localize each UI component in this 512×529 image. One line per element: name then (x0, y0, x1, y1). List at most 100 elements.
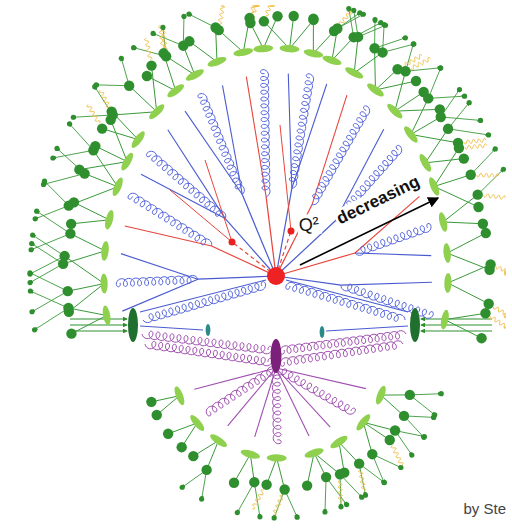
gluon-line (289, 74, 313, 189)
decay-line (35, 308, 69, 330)
hadron-cluster (147, 102, 166, 121)
gluon-line (355, 223, 431, 255)
hadron-dot (199, 496, 204, 501)
hadron-dot (483, 299, 493, 309)
photon-line (145, 38, 152, 60)
photon-line (411, 57, 431, 69)
hadron-cluster (101, 305, 112, 326)
hadron-dot (361, 12, 366, 17)
hadron-cluster (439, 309, 450, 330)
hadron-cluster (329, 434, 350, 451)
hadron-dot (398, 465, 403, 470)
hadron-dot (473, 202, 483, 212)
beam-line (70, 330, 127, 331)
hadron-dot (124, 81, 134, 91)
hadron-line (79, 162, 127, 170)
hadron-line (448, 264, 491, 283)
hadron-dot (261, 479, 271, 489)
hadron-dot (90, 141, 100, 151)
decay-line (406, 68, 441, 71)
hadron-dot (272, 515, 277, 520)
hadron-dot (119, 56, 124, 61)
hadron-cluster (365, 81, 385, 98)
hadron-dot (229, 478, 239, 488)
hadron-dot (65, 228, 75, 238)
hadron-dot (272, 11, 282, 21)
photon-line (252, 490, 263, 509)
hadron-dot (108, 110, 118, 120)
photon-line (273, 495, 282, 515)
hadron-dot (151, 31, 156, 36)
hadron-dot (184, 36, 194, 46)
hadron-dot (34, 209, 39, 214)
photon-line (359, 470, 366, 492)
decay-line (325, 477, 326, 512)
hadron-cluster (385, 102, 404, 121)
hadron-dot (411, 76, 421, 86)
hadron-dot (462, 94, 467, 99)
gluon-line (286, 282, 405, 321)
parton-line (225, 219, 276, 276)
hadrons (27, 6, 506, 521)
gluon-line (116, 275, 198, 286)
hadron-dot (335, 469, 345, 479)
hadron-dot (176, 442, 186, 452)
photon-line (87, 104, 100, 123)
decay-line (30, 273, 68, 291)
hadron-dot (322, 509, 327, 514)
decay-line (30, 264, 63, 283)
hadron-dot (359, 495, 364, 500)
hadron-dot (160, 25, 165, 30)
hadron-dot (321, 472, 331, 482)
decay-line (471, 149, 495, 175)
hadron-dot (421, 435, 426, 440)
photon-lines (87, 6, 505, 515)
hadron-dot (481, 228, 491, 238)
hadron-dot (409, 452, 414, 457)
hadron-line (290, 20, 314, 49)
hadron-line (375, 81, 416, 90)
hadron-dot (32, 327, 37, 332)
hadron-dot (476, 333, 486, 343)
hadron-dot (486, 132, 491, 137)
parton-line (326, 326, 408, 331)
photon-line (464, 138, 486, 144)
hadron-dot (54, 146, 59, 151)
hadron-dot (478, 219, 488, 229)
hadron-cluster (233, 47, 254, 58)
hadron-cluster (253, 44, 273, 53)
beam-line (70, 324, 127, 325)
hadron-dot (27, 280, 32, 285)
hard-vertex (267, 267, 285, 285)
hadron-cluster (184, 67, 205, 83)
hadron-lines (30, 9, 503, 518)
hadron-dot (288, 11, 298, 21)
hadron-line (425, 159, 464, 163)
parton-line (198, 276, 276, 279)
photon-line (99, 90, 111, 110)
hadron-line (434, 175, 471, 187)
hadron-dot (30, 232, 35, 237)
hadron-cluster (417, 152, 433, 173)
parton-line (140, 326, 203, 330)
hadron-dot (501, 167, 506, 172)
hadron-dot (64, 307, 74, 317)
hadron-dot (152, 410, 162, 420)
hadron-dot (411, 41, 416, 46)
hadron-cluster (206, 55, 227, 69)
hadron-dot (369, 43, 379, 53)
decay-line (35, 206, 69, 219)
hadron-dot (454, 143, 464, 153)
hadron-dot (259, 16, 269, 26)
parton-line (276, 276, 341, 285)
hadron-dot (302, 480, 312, 490)
hadron-line (447, 233, 486, 253)
hadron-cluster (165, 82, 185, 100)
hadron-cluster (188, 413, 206, 433)
hadron-dot (405, 390, 415, 400)
hadron-dot (332, 23, 342, 33)
hadron-dot (41, 182, 46, 187)
hadron-dot (353, 32, 363, 42)
hadron-dot (58, 259, 68, 269)
